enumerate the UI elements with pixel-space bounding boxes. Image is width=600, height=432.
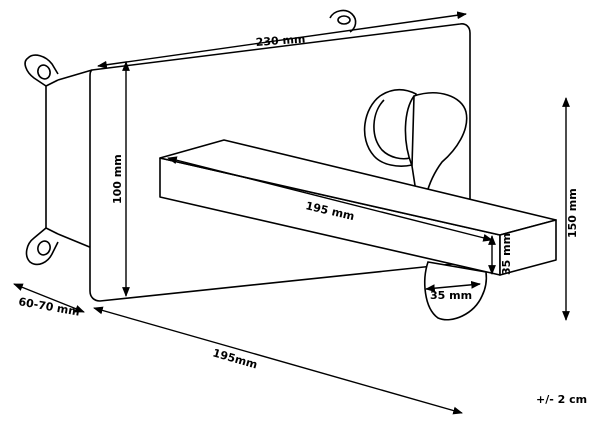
- label-195-bottom: 195mm: [211, 346, 259, 371]
- dim-line-195-bottom: [93, 306, 463, 415]
- label-230: 230 mm: [255, 33, 306, 49]
- label-35-width: 35 mm: [430, 289, 472, 302]
- dim-line-35-width: [425, 280, 481, 293]
- label-150: 150 mm: [566, 188, 579, 238]
- dim-line-60-70: [13, 283, 85, 313]
- dimension-lines: [13, 11, 570, 415]
- tolerance-note: +/- 2 cm: [536, 393, 588, 406]
- dim-line-230: [97, 11, 467, 69]
- label-100: 100 mm: [111, 154, 124, 204]
- dim-line-195-spout: [167, 156, 493, 242]
- label-35-height: 35 mm: [500, 233, 513, 275]
